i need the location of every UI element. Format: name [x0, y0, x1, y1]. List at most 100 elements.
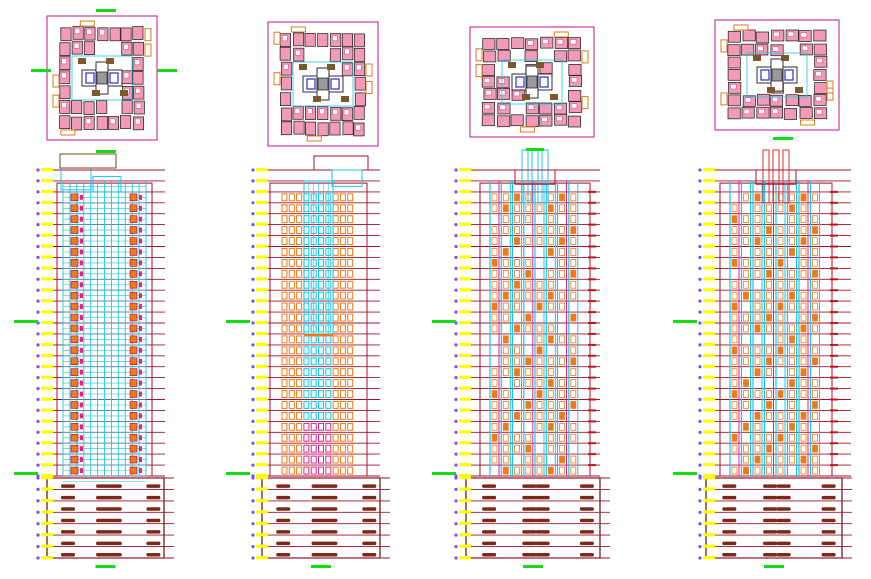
window: [347, 313, 354, 322]
level-marker-dot: [454, 441, 458, 445]
mullion-accent: [80, 446, 83, 452]
mullion-accent: [139, 435, 142, 441]
window: [777, 248, 784, 256]
plan-grid-line: [746, 52, 808, 98]
level-marker-tag: [256, 244, 268, 248]
window: [332, 411, 339, 420]
window: [281, 248, 288, 256]
window: [766, 368, 772, 377]
window: [296, 215, 303, 224]
parked-car: [482, 541, 497, 546]
window: [570, 368, 577, 377]
window: [491, 204, 498, 213]
plan-grid-line: [71, 55, 133, 101]
window: [281, 444, 288, 453]
mullion-accent: [139, 391, 142, 397]
window: [332, 335, 339, 344]
parked-car: [146, 553, 161, 557]
roof-box: [331, 169, 363, 187]
level-marker-tag: [256, 452, 268, 456]
window: [536, 204, 543, 213]
window: [339, 280, 346, 289]
balcony-slab: [830, 442, 838, 445]
elevation-3: [432, 148, 610, 568]
mullion-accent: [139, 227, 142, 233]
window: [339, 390, 346, 399]
mullion-accent: [139, 347, 142, 353]
window: [766, 357, 772, 366]
level-marker-tag: [41, 288, 53, 292]
window: [766, 258, 772, 267]
plan-balcony: [273, 31, 281, 45]
plan-fixture: [332, 35, 338, 42]
window: [129, 433, 138, 442]
level-marker-tag: [41, 474, 53, 478]
roof-chimney: [541, 149, 549, 204]
window: [129, 401, 138, 409]
parked-car: [61, 530, 75, 534]
balcony-slab: [588, 245, 596, 248]
level-marker-tag: [256, 288, 268, 292]
level-marker-dot: [698, 387, 702, 391]
plan-room: [132, 41, 144, 56]
level-marker-dot: [698, 533, 702, 537]
plan-room: [497, 115, 511, 128]
mullion-accent: [80, 424, 83, 430]
window: [491, 313, 498, 322]
level-marker-tag: [459, 353, 471, 357]
parked-car: [96, 518, 111, 523]
level-marker-tag: [459, 544, 471, 548]
plan-fixture: [73, 42, 80, 49]
window: [547, 269, 554, 278]
parked-car: [96, 553, 111, 557]
plan-balcony: [519, 126, 535, 133]
plan-lift-core: [771, 68, 783, 82]
window: [800, 204, 807, 213]
parked-car: [276, 518, 291, 523]
level-marker-dot: [698, 487, 702, 491]
plan-fixture: [773, 31, 780, 37]
window: [347, 215, 354, 224]
plan-fixture: [772, 108, 779, 114]
plan-room: [329, 48, 341, 63]
level-marker-dot: [698, 556, 702, 560]
level-marker-dot: [698, 201, 702, 205]
mullion-accent: [80, 238, 83, 244]
level-marker-dot: [454, 397, 458, 402]
plan-room: [567, 49, 581, 62]
plan-fixture: [483, 77, 491, 83]
level-marker-dot: [36, 476, 40, 480]
window: [332, 215, 339, 224]
window: [288, 237, 295, 246]
window: [70, 291, 79, 300]
window: [70, 324, 79, 333]
plan-fixture: [343, 109, 350, 116]
parked-car: [482, 484, 497, 488]
section-marker: [764, 565, 784, 568]
window: [347, 269, 354, 278]
level-marker-tag: [459, 375, 471, 379]
window: [129, 193, 138, 202]
window: [514, 466, 520, 475]
section-marker: [31, 69, 51, 72]
balcony-slab: [830, 464, 838, 467]
parked-car: [107, 541, 122, 546]
section-marker: [526, 148, 544, 151]
parked-car: [535, 518, 550, 523]
level-marker-dot: [454, 201, 458, 205]
window: [502, 204, 509, 213]
window: [547, 411, 554, 420]
plan-balcony: [52, 74, 60, 88]
window: [754, 368, 761, 377]
window: [339, 433, 346, 442]
plan-room: [317, 33, 329, 47]
window: [347, 411, 354, 420]
window: [332, 422, 339, 431]
window: [332, 379, 339, 388]
window: [777, 357, 784, 366]
parked-car: [323, 541, 338, 546]
window: [800, 302, 807, 311]
balcony-slab: [588, 322, 596, 324]
plan-room: [121, 100, 133, 114]
window: [332, 346, 339, 355]
